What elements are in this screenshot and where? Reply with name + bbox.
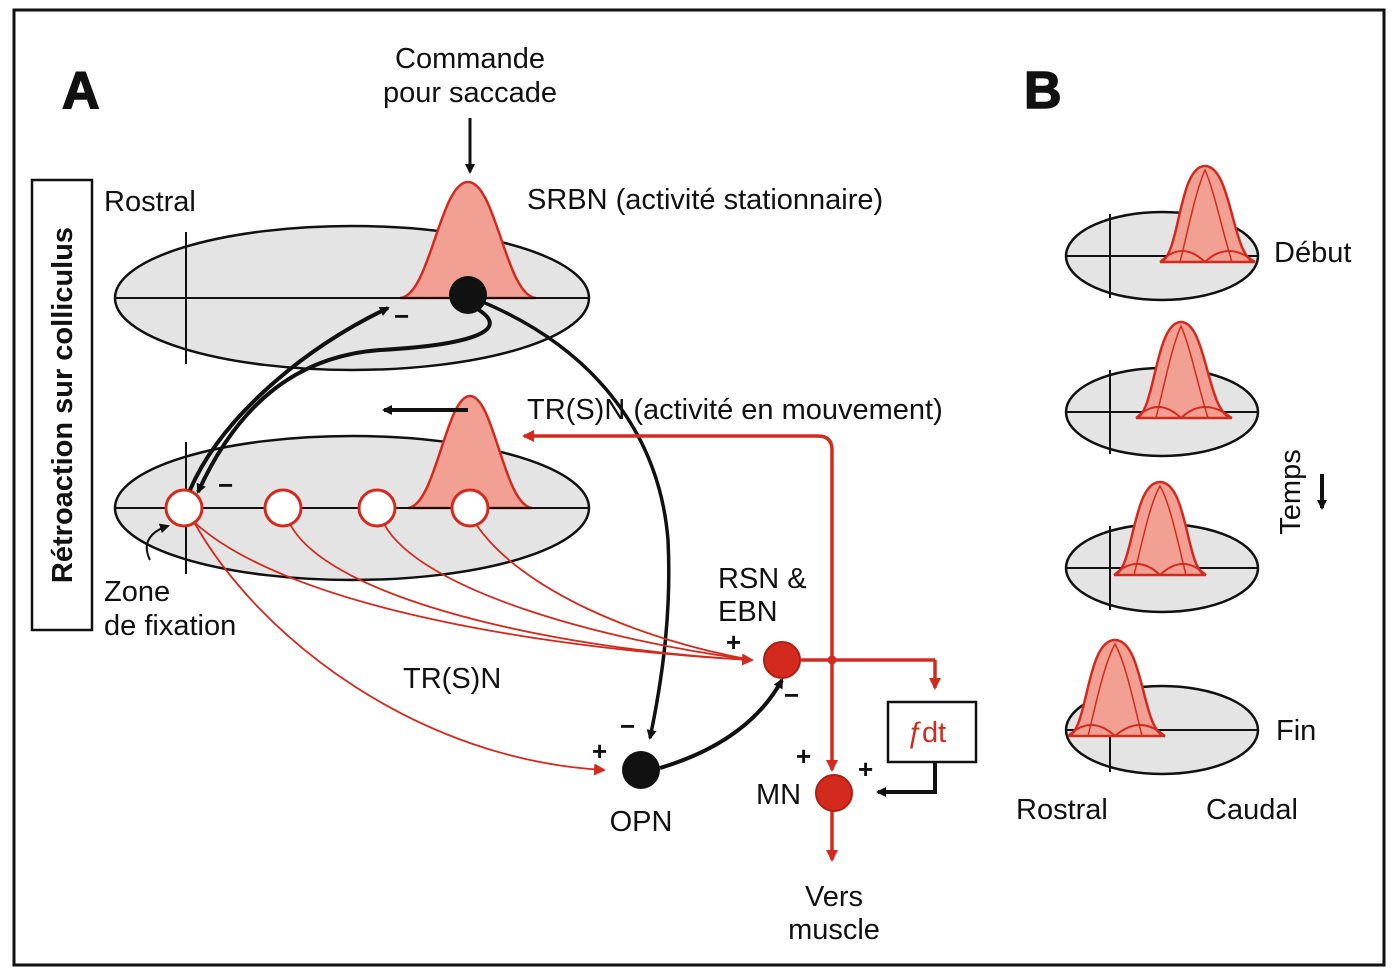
rostral-label: Rostral: [104, 186, 196, 218]
brainstem-circuit: [522, 430, 941, 862]
map-step-2: [1064, 320, 1260, 458]
minus-srbn: −: [394, 301, 409, 331]
command-label-line1: Commande: [395, 43, 545, 75]
vers-label-line1: Vers: [805, 881, 863, 913]
fin-label: Fin: [1276, 715, 1316, 747]
map-step-3: [1064, 480, 1260, 614]
side-label: Rétroaction sur colliculus: [47, 227, 79, 583]
plus-rsn: +: [726, 627, 741, 657]
map-debut: [1064, 164, 1260, 302]
trsn-neuron-3: [357, 488, 397, 528]
rostral-b-label: Rostral: [1016, 794, 1108, 826]
integrator-dt: dt: [922, 717, 946, 749]
zone-label-line2: de fixation: [104, 610, 236, 642]
vers-label-line2: muscle: [788, 914, 880, 946]
mn-label: MN: [756, 779, 801, 811]
integrator-box: [886, 700, 978, 764]
lower-colliculus-map: [113, 394, 591, 582]
map-fin: [1064, 638, 1260, 776]
srbn-neuron: [449, 276, 487, 314]
caudal-label: Caudal: [1206, 794, 1298, 826]
trsn-neuron-4: [450, 488, 490, 528]
trsn-projections: [193, 521, 754, 776]
plus-mn-top: +: [796, 741, 811, 771]
feedback-to-srbn-arrow: [188, 306, 390, 491]
srbn-to-opn-arrow: [477, 298, 671, 740]
opn-label: OPN: [610, 806, 673, 838]
trsn-neuron-fixation: [164, 488, 204, 528]
srbn-activity-hill: [399, 180, 537, 300]
temps-label: Temps: [1275, 449, 1307, 534]
minus-fixation: −: [218, 470, 233, 500]
trsn-bottom-label: TR(S)N: [403, 663, 501, 695]
integrator-to-mn-arrow: [876, 762, 937, 797]
zone-label-line1: Zone: [104, 576, 170, 608]
figure-border: [12, 8, 1386, 967]
opn-neuron: [622, 751, 660, 789]
branch-node: [827, 655, 837, 665]
trsn-activity-hill: [407, 394, 533, 510]
rsn-label-line1: RSN &: [718, 563, 807, 595]
fixation-pointer: [145, 523, 170, 561]
panel-a-label: A: [62, 62, 100, 120]
rsn-label-line2: EBN: [718, 596, 778, 628]
srbn-to-fixation-arrow: [196, 303, 492, 494]
trsn-top-label: TR(S)N (activité en mouvement): [527, 394, 943, 426]
minus-rsn: −: [784, 680, 799, 710]
trsn-neuron-2: [263, 488, 303, 528]
opn-to-rsn-arrow: [659, 678, 784, 770]
plus-mn-right: +: [858, 754, 873, 784]
mn-neuron: [815, 774, 853, 812]
integrator-f: ƒ: [906, 717, 922, 749]
srbn-label: SRBN (activité stationnaire): [527, 184, 883, 216]
upper-colliculus-map: [113, 180, 591, 372]
panel-b-label: B: [1024, 62, 1062, 120]
side-label-box: [30, 178, 94, 632]
minus-opn: −: [620, 711, 635, 741]
debut-label: Début: [1274, 237, 1351, 269]
command-label-line2: pour saccade: [383, 77, 557, 109]
plus-opn: +: [592, 736, 607, 766]
rsn-ebn-neuron: [763, 641, 801, 679]
